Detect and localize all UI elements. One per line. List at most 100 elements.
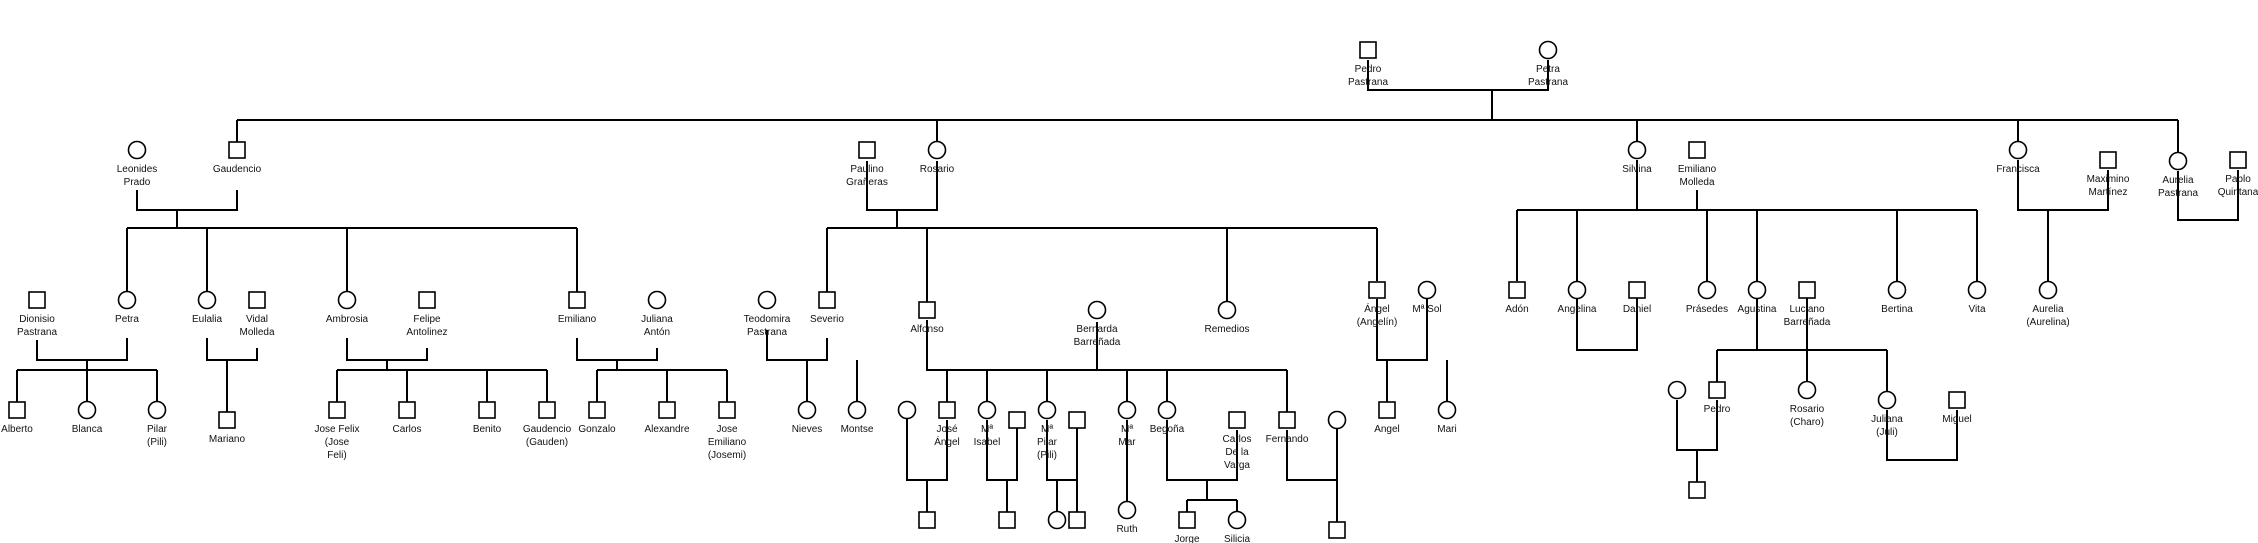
- person-label-line: Mari: [1437, 424, 1456, 435]
- person-c-fe: [1328, 521, 1346, 539]
- person-sp-ja: [897, 400, 917, 420]
- male-square-icon: [228, 141, 246, 159]
- female-circle-icon: [1117, 400, 1137, 420]
- female-circle-icon: [337, 290, 357, 310]
- person-label-line: Pastrana: [17, 327, 57, 338]
- male-square-icon: [478, 401, 496, 419]
- person-label-line: Bertina: [1881, 304, 1913, 315]
- person-pilar1: Pilar(Pili): [147, 400, 168, 448]
- female-circle-icon: [797, 400, 817, 420]
- person-c-pe: [1688, 481, 1706, 499]
- person-rosario: Rosario: [920, 140, 955, 175]
- person-label-line: Pilar: [1037, 437, 1058, 448]
- person-label-line: Antón: [644, 327, 670, 338]
- person-label-line: Agustina: [1738, 304, 1777, 315]
- male-square-icon: [248, 291, 266, 309]
- person-label-line: Blanca: [72, 424, 103, 435]
- person-nodes: PedroPastranaPetraPastranaLeonidesPradoG…: [1, 40, 2258, 543]
- person-label-line: Aurelia: [2162, 175, 2194, 186]
- person-label-line: Francisca: [1996, 164, 2040, 175]
- female-circle-icon: [1877, 390, 1897, 410]
- person-label-line: Fernando: [1266, 434, 1309, 445]
- female-circle-icon: [1437, 400, 1457, 420]
- male-square-icon: [1368, 281, 1386, 299]
- person-label-line: (Gauden): [526, 437, 568, 448]
- person-label-line: Varga: [1224, 460, 1250, 471]
- female-circle-icon: [757, 290, 777, 310]
- person-label-line: Juliana: [1871, 414, 1903, 425]
- person-label-line: Isabel: [974, 437, 1001, 448]
- person-label-line: Gaudencio: [213, 164, 262, 175]
- female-circle-icon: [147, 400, 167, 420]
- person-label-line: Eulalia: [192, 314, 222, 325]
- person-label-line: Pablo: [2225, 174, 2251, 185]
- female-circle-icon: [897, 400, 917, 420]
- female-circle-icon: [197, 290, 217, 310]
- male-square-icon: [998, 511, 1016, 529]
- male-square-icon: [1008, 411, 1026, 429]
- person-sp-pe: [1667, 380, 1687, 400]
- person-label-line: Ambrosia: [326, 314, 369, 325]
- person-label-line: Gaudencio: [523, 424, 572, 435]
- female-circle-icon: [1697, 280, 1717, 300]
- male-square-icon: [2099, 151, 2117, 169]
- person-label-line: Jose Felix: [314, 424, 359, 435]
- person-label-line: Angel: [1374, 424, 1400, 435]
- person-label-line: Remedios: [1204, 324, 1249, 335]
- person-begona: Begoña: [1150, 400, 1185, 435]
- person-juliana2: Juliana(Juli): [1871, 390, 1903, 438]
- person-sp-fe: [1327, 410, 1347, 430]
- person-benito: Benito: [473, 401, 502, 435]
- male-square-icon: [918, 511, 936, 529]
- person-eulalia: Eulalia: [192, 290, 222, 325]
- person-label-line: Molleda: [239, 327, 274, 338]
- male-square-icon: [1359, 41, 1377, 59]
- person-remedios: Remedios: [1204, 300, 1250, 335]
- male-square-icon: [858, 141, 876, 159]
- male-square-icon: [1068, 511, 1086, 529]
- person-label-line: Ángel: [1364, 302, 1390, 315]
- male-square-icon: [2229, 151, 2247, 169]
- person-label-line: Alfonso: [910, 324, 944, 335]
- male-square-icon: [568, 291, 586, 309]
- person-label-line: Severio: [810, 314, 844, 325]
- male-square-icon: [818, 291, 836, 309]
- person-label-line: Angelina: [1558, 304, 1597, 315]
- female-circle-icon: [1887, 280, 1907, 300]
- person-label-line: Juliana: [641, 314, 673, 325]
- person-sp-mi: [1008, 411, 1026, 429]
- male-square-icon: [918, 301, 936, 319]
- female-circle-icon: [1967, 280, 1987, 300]
- person-msol: Mª Sol: [1412, 280, 1442, 315]
- person-label-line: Mar: [1118, 437, 1136, 448]
- person-label-line: Mª Sol: [1412, 304, 1441, 315]
- person-label-line: Petra: [115, 314, 139, 325]
- person-angel2: Angel: [1374, 401, 1400, 435]
- person-silicia: Silicia: [1224, 510, 1250, 543]
- person-label-line: Rosario: [920, 164, 955, 175]
- person-label-line: Begoña: [1150, 424, 1185, 435]
- female-circle-icon: [1117, 500, 1137, 520]
- person-angelina: Angelina: [1558, 280, 1597, 315]
- female-circle-icon: [1797, 380, 1817, 400]
- person-fernando: Fernando: [1266, 411, 1309, 445]
- person-aurelia2: Aurelia(Aurelina): [2026, 280, 2070, 328]
- female-circle-icon: [117, 290, 137, 310]
- female-circle-icon: [1037, 400, 1057, 420]
- person-label-line: Petra: [1536, 64, 1560, 75]
- person-prasedes: Prásedes: [1686, 280, 1728, 315]
- female-circle-icon: [1627, 140, 1647, 160]
- person-label-line: Leonides: [117, 164, 158, 175]
- person-jorge: Jorge: [1174, 511, 1200, 543]
- person-label-line: Pastrana: [1528, 77, 1568, 88]
- person-label-line: Pilar: [147, 424, 168, 435]
